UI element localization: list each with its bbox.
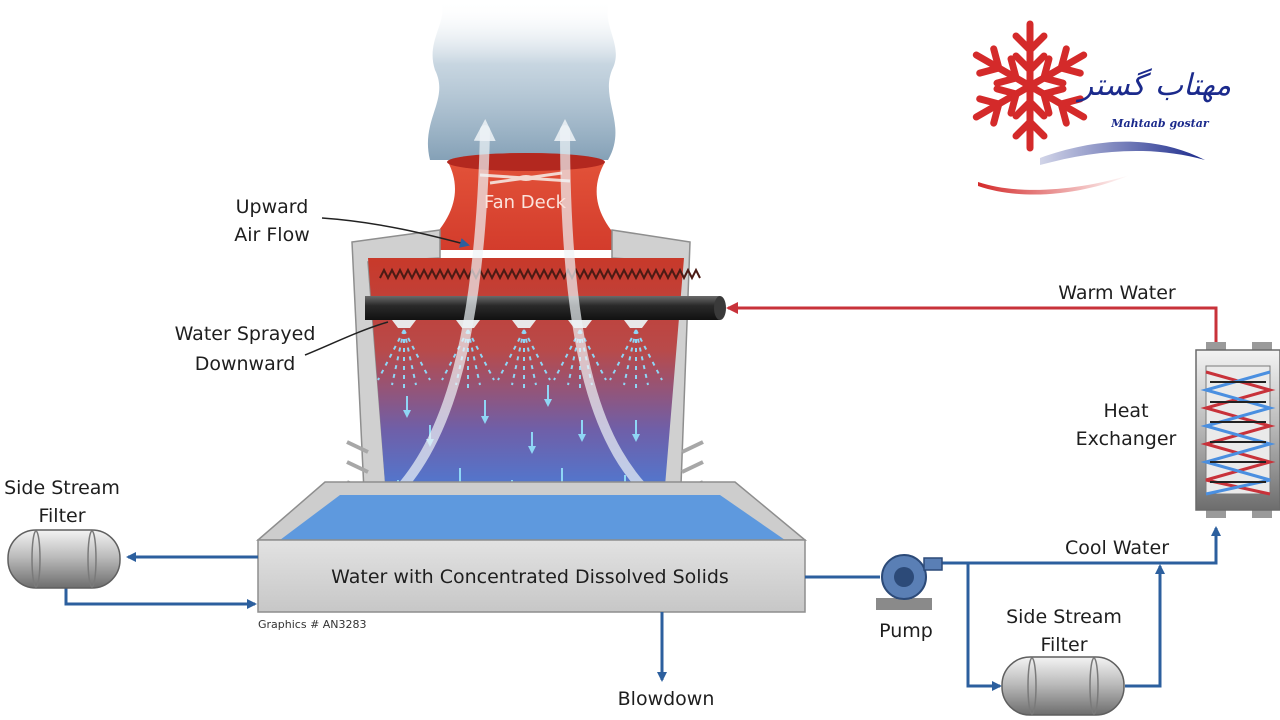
snowflake-icon — [972, 20, 1088, 152]
fan-deck-label: Fan Deck — [484, 192, 567, 213]
logo-swoosh-blue — [1040, 141, 1205, 165]
logo-persian-name: مهتاب گستر — [1075, 68, 1232, 103]
spray-nozzle-icon — [497, 320, 551, 388]
cool-water-piping — [64, 526, 1221, 691]
distribution-pipe — [365, 296, 726, 320]
side-stream-filter-left-label-line2: Filter — [38, 505, 85, 527]
drift-eliminator — [379, 267, 701, 281]
upward-air-flow-label-line2: Air Flow — [234, 224, 310, 246]
basin-label: Water with Concentrated Dissolved Solids — [331, 566, 729, 588]
water-sprayed-label-line2: Downward — [195, 353, 296, 375]
side-stream-filter-right-label-line2: Filter — [1040, 634, 1087, 656]
side-stream-filter-right-icon — [1001, 656, 1125, 716]
basin — [255, 481, 808, 613]
spray-nozzle-icon — [609, 320, 663, 388]
spray-nozzle-icon — [377, 320, 431, 388]
fan-icon — [479, 171, 571, 185]
warm-water-label: Warm Water — [1058, 282, 1176, 304]
side-stream-filter-left-label-line1: Side Stream — [4, 477, 120, 499]
logo-latin-name: Mahtaab gostar — [1110, 117, 1210, 130]
vapor-plume — [427, 0, 616, 160]
company-logo: مهتاب گستر Mahtaab gostar — [972, 20, 1232, 195]
pump-label: Pump — [879, 620, 933, 642]
side-stream-filter-right-label-line1: Side Stream — [1006, 606, 1122, 628]
logo-swoosh-red — [978, 175, 1130, 195]
heat-exchanger-label-line1: Heat — [1103, 400, 1148, 422]
heat-exchanger-icon — [1195, 342, 1280, 518]
side-stream-filter-left-icon — [7, 529, 121, 589]
upward-air-flow-label-line1: Upward — [236, 196, 309, 218]
warm-water-piping — [726, 302, 1218, 350]
cool-water-label: Cool Water — [1065, 537, 1169, 559]
leader-lines — [304, 217, 470, 356]
pump-icon — [876, 554, 943, 610]
heat-exchanger-label-line2: Exchanger — [1076, 428, 1177, 450]
graphics-id-label: Graphics # AN3283 — [258, 618, 367, 631]
upward-air-arrows — [385, 119, 660, 505]
blowdown-label: Blowdown — [618, 688, 715, 710]
water-sprayed-label-line1: Water Sprayed — [175, 323, 316, 345]
